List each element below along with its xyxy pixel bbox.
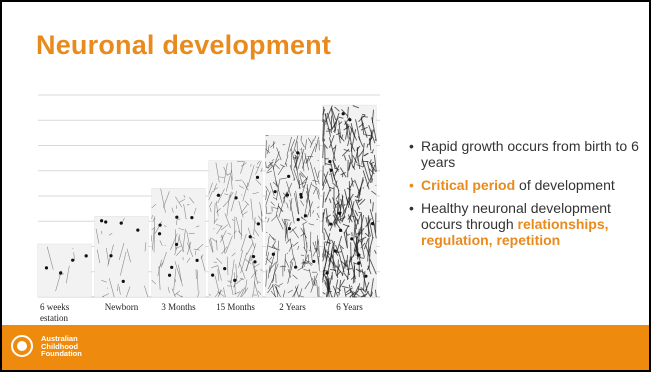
- neuron-texture: [322, 105, 377, 298]
- neuron-texture: [151, 188, 206, 298]
- tick-label: 6 weeks: [40, 302, 70, 312]
- neuron-texture: [95, 218, 149, 298]
- neuron-texture: [208, 160, 263, 298]
- healthy-development-lead: Healthy neuronal development occurs thro…: [421, 200, 611, 232]
- logo-line-1: Australian: [41, 334, 78, 343]
- bar: [94, 215, 149, 298]
- slide-title: Neuronal development: [36, 30, 332, 60]
- bullet-list: Rapid growth occurs from birth to 6 year…: [409, 138, 641, 255]
- logo-line-3: Foundation: [41, 349, 82, 358]
- bullet-critical-period: Critical period of development: [409, 177, 641, 193]
- tick-label: 3 Months: [161, 302, 196, 312]
- relationships-regulation-repetition-highlight: relationships, regulation, repetition: [421, 216, 609, 248]
- bar: [37, 243, 92, 298]
- neuron-texture: [44, 246, 88, 292]
- logo-line-2: Childhood: [41, 341, 79, 351]
- neuron-texture: [265, 135, 320, 298]
- bullet-rapid-growth: Rapid growth occurs from birth to 6 year…: [409, 138, 641, 170]
- critical-period-highlight: Critical period: [421, 177, 516, 193]
- tick-label: 6 Years: [336, 302, 363, 312]
- tick-label: 2 Years: [279, 302, 306, 312]
- tick-label: Newborn: [105, 302, 139, 312]
- footer-bar: Australian Childhood Foundation: [2, 325, 649, 370]
- bullet-healthy-development: Healthy neuronal development occurs thro…: [409, 200, 641, 248]
- organization-logo-text: Australian Childhood Foundation: [41, 335, 82, 358]
- tick-label: estation: [40, 313, 68, 323]
- critical-period-rest: of development: [515, 177, 615, 193]
- bullet-rapid-growth-text: Rapid growth occurs from birth to 6 year…: [421, 138, 639, 170]
- tick-label: 15 Months: [216, 302, 255, 312]
- heart-in-circle-icon: [11, 335, 33, 357]
